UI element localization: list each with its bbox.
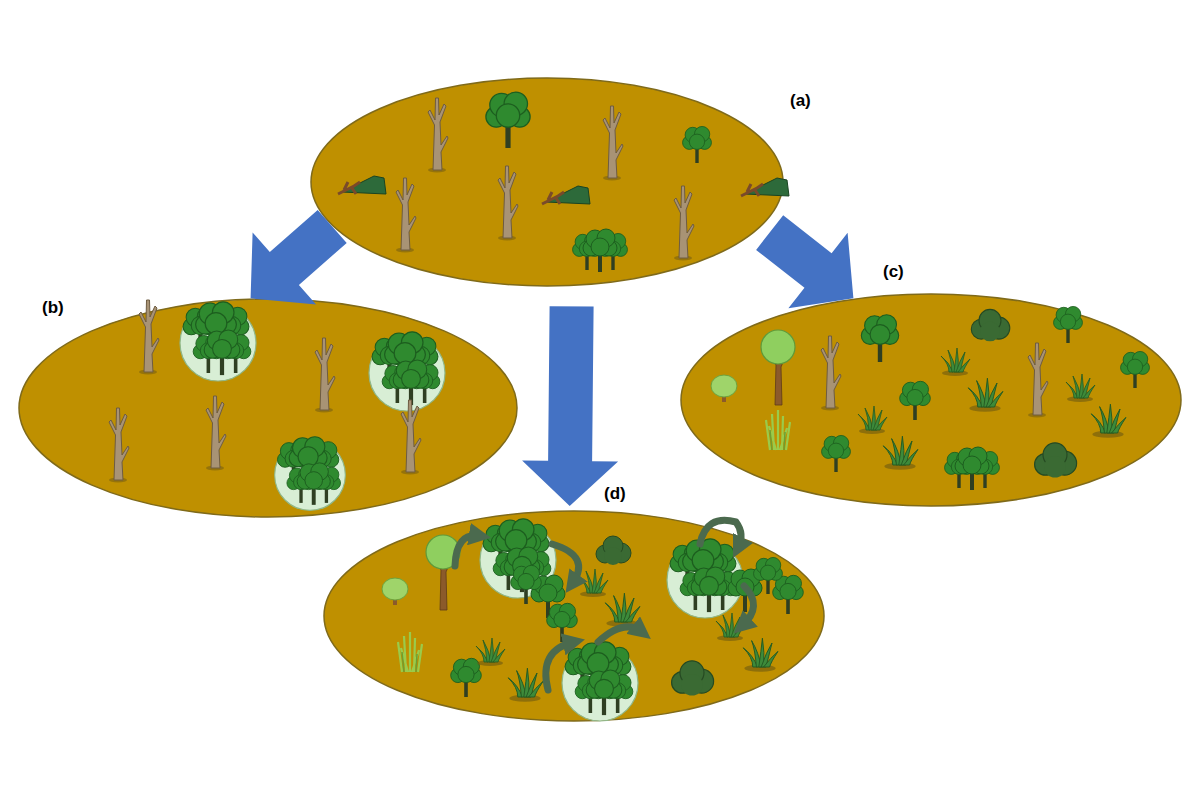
panel-label: (c) — [883, 262, 904, 282]
ellipse-outline — [18, 298, 518, 518]
habitat-ellipse-shape — [681, 294, 1181, 506]
habitat-ellipse: (a) — [310, 77, 784, 287]
panel-label: (a) — [790, 91, 811, 111]
habitat-ellipse-shape — [324, 511, 824, 721]
panel-label: (d) — [604, 484, 626, 504]
panel-label: (b) — [42, 298, 64, 318]
habitat-ellipse-shape — [311, 78, 783, 286]
habitat-ellipse: (d) — [323, 510, 825, 722]
ellipse-outline — [310, 77, 784, 287]
flow-arrow — [522, 306, 618, 506]
ellipse-outline — [680, 293, 1182, 507]
ellipse-outline — [323, 510, 825, 722]
habitat-ellipse-shape — [19, 299, 517, 517]
habitat-ellipse: (c) — [680, 293, 1182, 507]
habitat-ellipse: (b) — [18, 298, 518, 518]
flow-arrow — [756, 215, 853, 308]
